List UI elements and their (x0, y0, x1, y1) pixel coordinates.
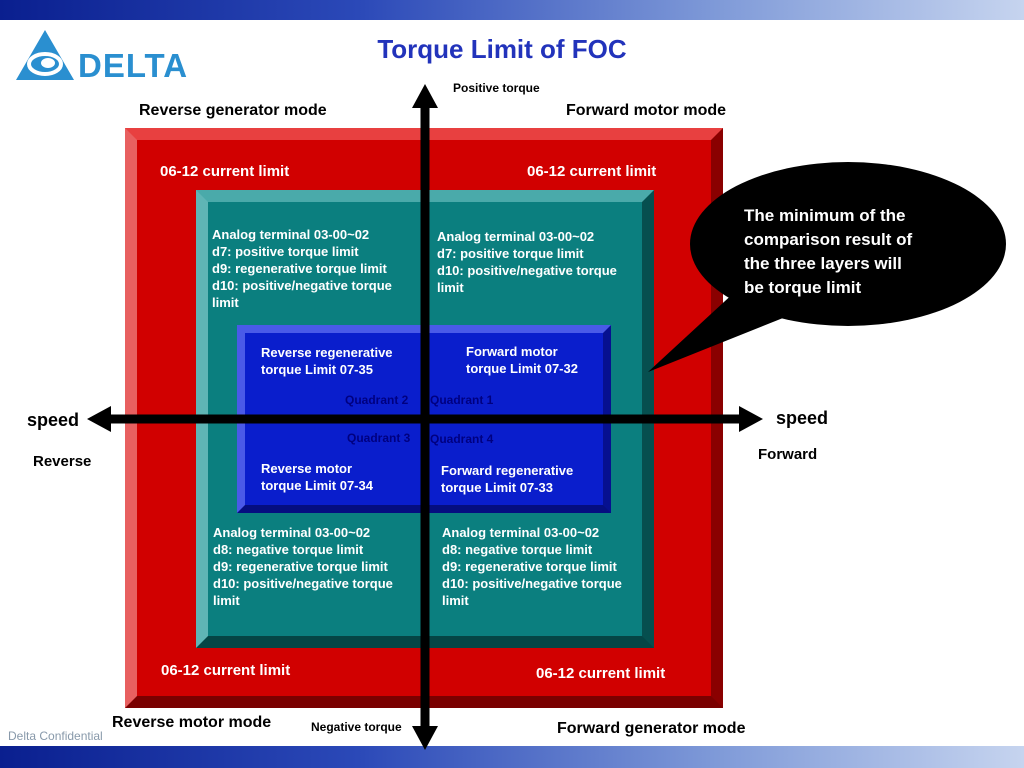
mode-forward-generator: Forward generator mode (557, 720, 746, 737)
logo-text: DELTA (78, 47, 189, 84)
callout-text: The minimum of the comparison result of … (744, 206, 913, 297)
callout-bubble (648, 162, 1006, 372)
delta-triangle-icon (16, 30, 74, 80)
quadrant-1-label: Quadrant 1 (430, 393, 494, 407)
speed-axis-left-arrow (87, 406, 111, 432)
analog-terminal-bottom-left: Analog terminal 03-00~02 d8: negative to… (213, 525, 393, 608)
speed-label-right: speed (776, 408, 829, 428)
speed-label-left: speed (27, 410, 80, 430)
mode-reverse-generator: Reverse generator mode (139, 102, 327, 119)
analog-terminal-bottom-right: Analog terminal 03-00~02 d8: negative to… (442, 525, 622, 608)
mode-forward-motor: Forward motor mode (566, 102, 727, 119)
param-reverse-motor: Reverse motor torque Limit 07-34 (261, 461, 373, 493)
mode-reverse-motor: Reverse motor mode (112, 714, 272, 731)
analog-terminal-top-right: Analog terminal 03-00~02 d7: positive to… (437, 229, 617, 295)
delta-logo (14, 28, 184, 84)
bottom-gradient-bar (0, 746, 1024, 768)
page-title: Torque Limit of FOC (377, 34, 627, 64)
positive-torque-label: Positive torque (453, 81, 540, 95)
param-reverse-regenerative: Reverse regenerative torque Limit 07-35 (261, 345, 393, 377)
quadrant-2-label: Quadrant 2 (345, 393, 409, 407)
torque-axis-up-arrow (412, 84, 438, 108)
forward-label: Forward (758, 446, 818, 463)
negative-torque-label: Negative torque (311, 720, 402, 734)
analog-terminal-top-left: Analog terminal 03-00~02 d7: positive to… (212, 227, 392, 310)
current-limit-top-left: 06-12 current limit (160, 163, 290, 180)
callout-ellipse (690, 162, 1006, 326)
confidential-notice: Delta Confidential (8, 729, 103, 743)
reverse-label: Reverse (33, 453, 92, 470)
current-limit-bottom-left: 06-12 current limit (161, 662, 291, 679)
param-forward-motor: Forward motor torque Limit 07-32 (466, 344, 578, 376)
current-limit-bottom-right: 06-12 current limit (536, 665, 666, 682)
current-limit-top-right: 06-12 current limit (527, 163, 657, 180)
quadrant-4-label: Quadrant 4 (430, 432, 494, 446)
quadrant-3-label: Quadrant 3 (347, 431, 411, 445)
param-forward-regenerative: Forward regenerative torque Limit 07-33 (441, 463, 574, 495)
torque-axis-down-arrow (412, 726, 438, 750)
top-gradient-bar (0, 0, 1024, 20)
speed-axis-right-arrow (739, 406, 763, 432)
